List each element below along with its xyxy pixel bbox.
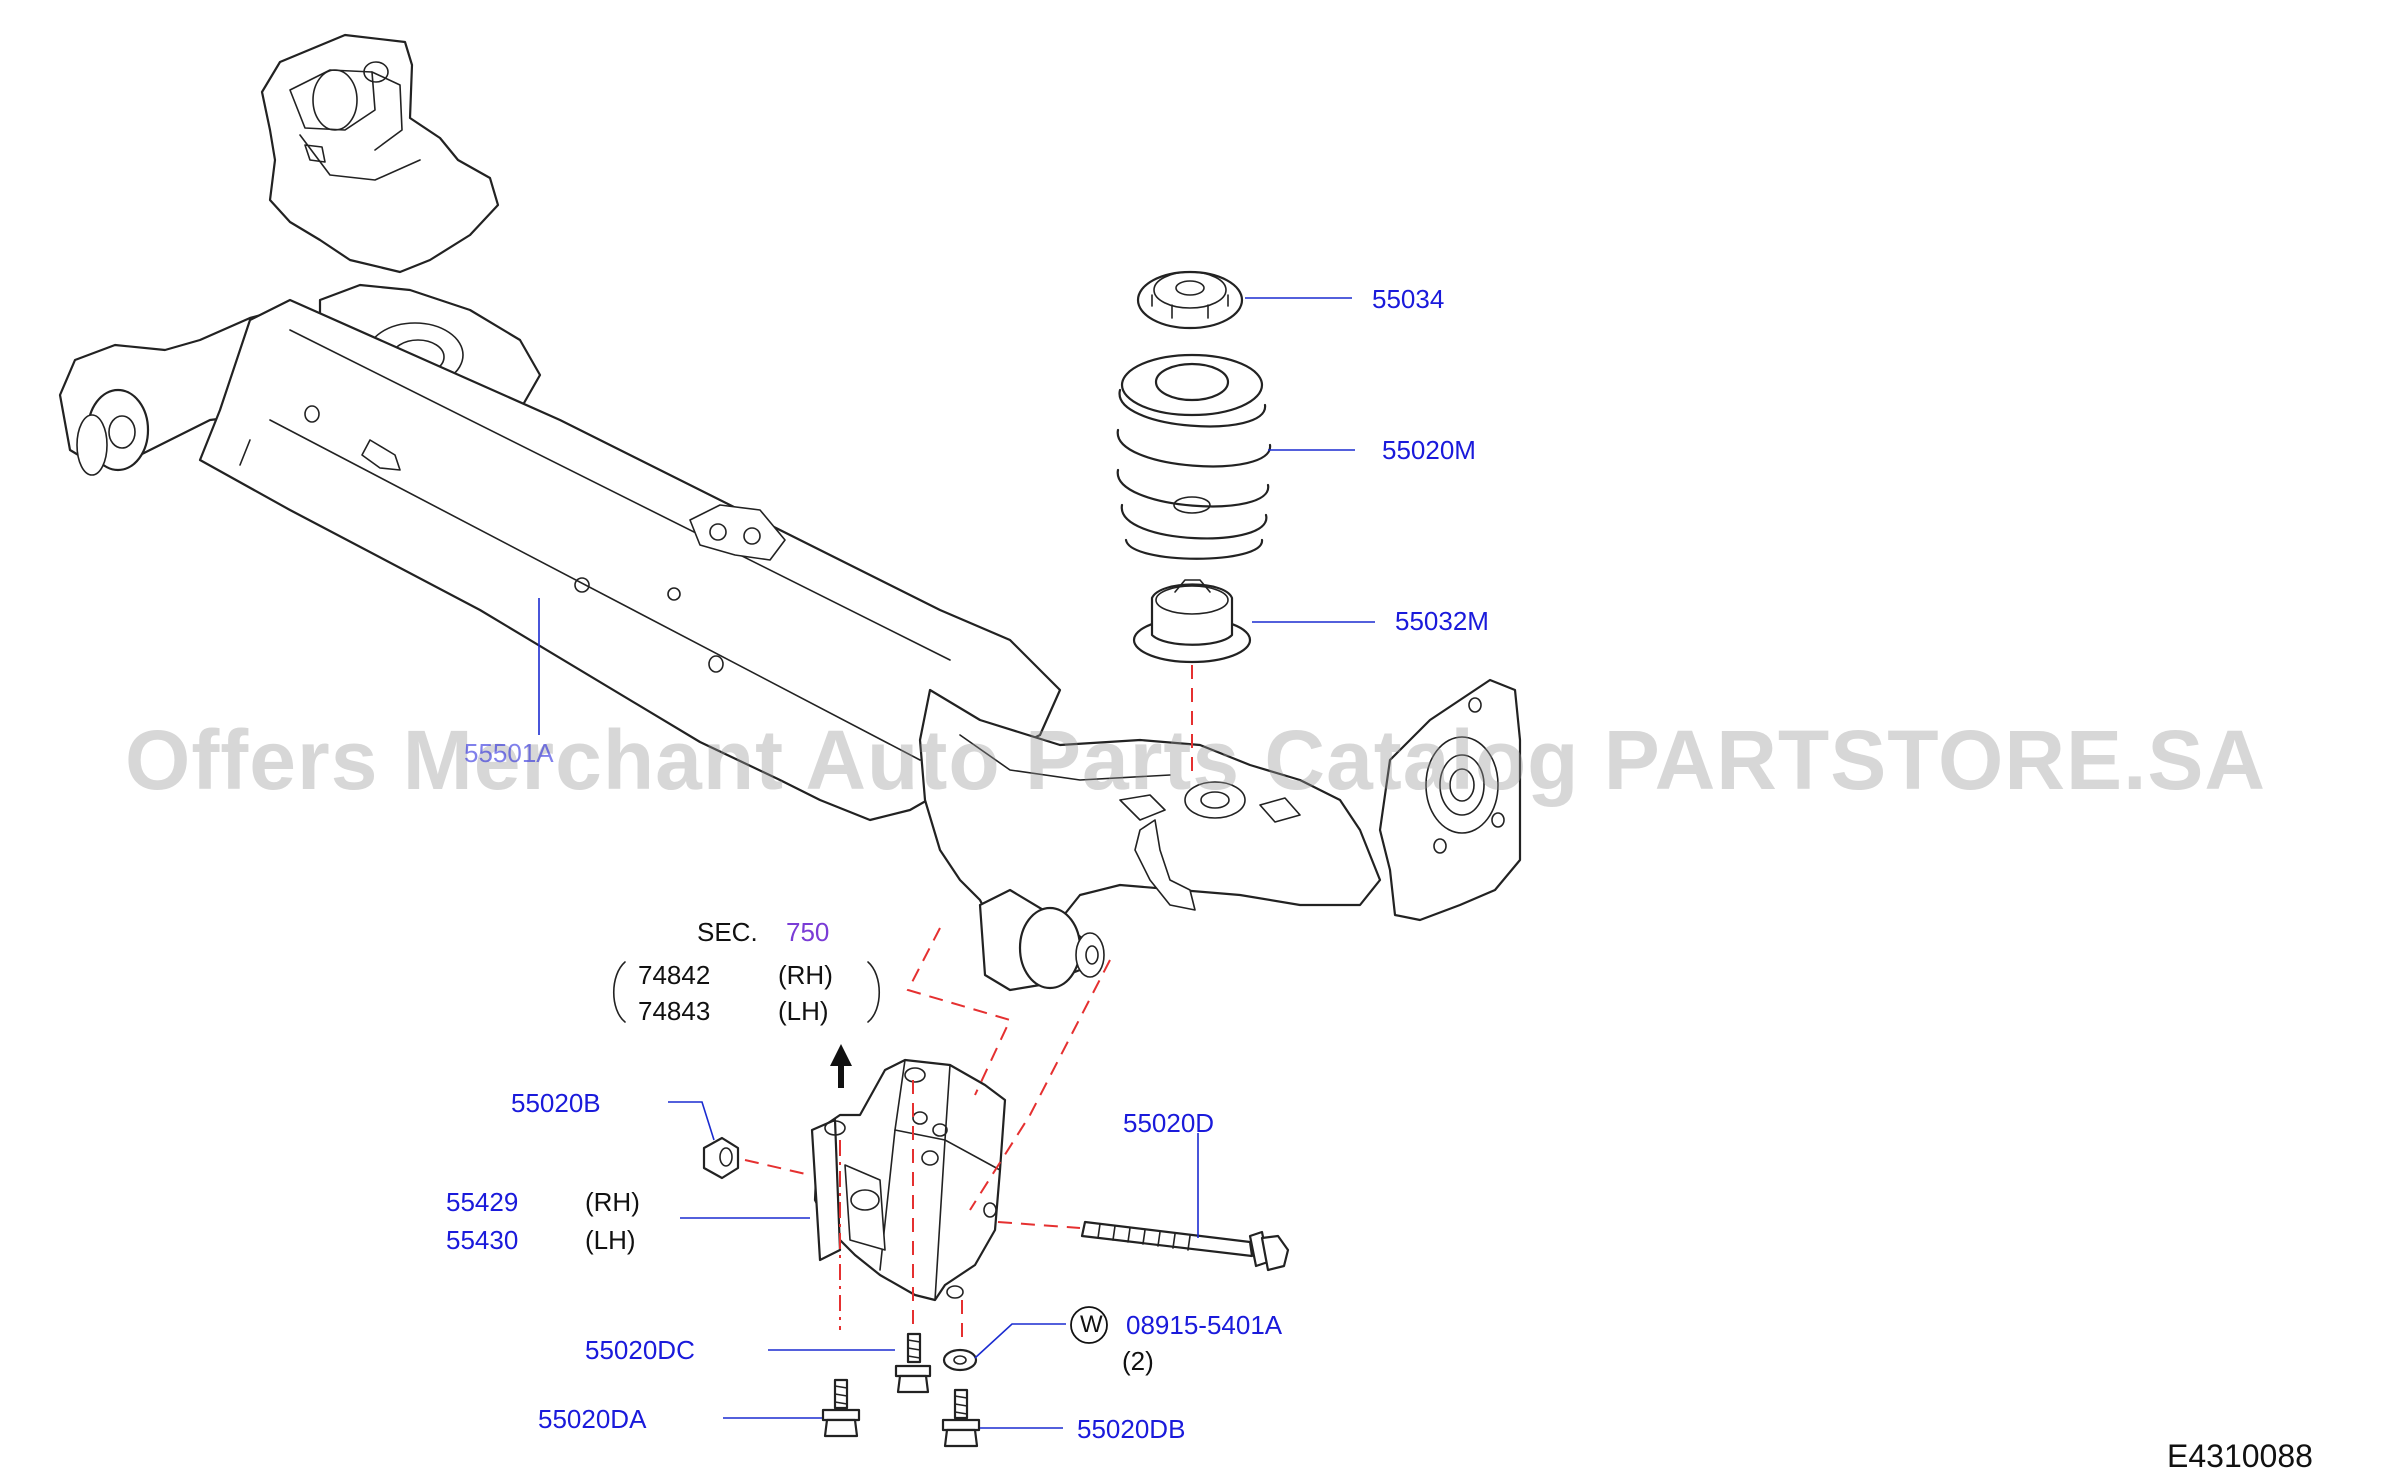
washer-marker-icon — [1070, 1306, 1108, 1344]
bolt-55020DA-drawing — [821, 1378, 861, 1438]
bolt-55020D-drawing — [1080, 1220, 1290, 1272]
callout-55501A[interactable]: 55501A — [464, 738, 554, 768]
section-right-paren — [867, 961, 880, 1023]
rear-axle-beam-drawing — [58, 33, 1522, 992]
section-prefix: SEC. — [697, 917, 758, 947]
section-number-link[interactable]: 750 — [786, 917, 830, 947]
callout-08915-5401A[interactable]: 08915-5401A — [1126, 1310, 1283, 1340]
up-arrow-icon — [830, 1044, 852, 1088]
washer-quantity: (2) — [1122, 1346, 1154, 1376]
callout-55429[interactable]: 55429 — [446, 1187, 519, 1217]
mount-bracket-drawing — [810, 1058, 1007, 1302]
washer-drawing — [942, 1348, 978, 1372]
callout-leader-lines — [538, 297, 1375, 1429]
callout-55429-side: (RH) — [585, 1187, 640, 1217]
spring-upper-insulator-drawing — [1136, 270, 1244, 330]
figure-reference: E4310088 — [2167, 1438, 2313, 1474]
callout-55430-side: (LH) — [585, 1225, 636, 1255]
callout-55032M[interactable]: 55032M — [1395, 606, 1489, 636]
section-left-paren — [613, 961, 626, 1023]
callout-55020D[interactable]: 55020D — [1123, 1108, 1215, 1138]
bolt-55020DB-drawing — [941, 1388, 981, 1448]
assembly-dashed-lines — [744, 665, 1193, 1345]
nut-55020B-drawing — [702, 1136, 740, 1180]
callout-55020B[interactable]: 55020B — [511, 1088, 601, 1118]
callout-55020DA[interactable]: 55020DA — [538, 1404, 647, 1434]
coil-spring-drawing — [1116, 353, 1272, 560]
callout-55020M[interactable]: 55020M — [1382, 435, 1476, 465]
bolt-55020DC-drawing — [894, 1332, 932, 1394]
spring-lower-insulator-drawing — [1132, 579, 1252, 664]
section-part-rh: 74842 — [638, 960, 711, 990]
section-side-lh: (LH) — [778, 996, 829, 1026]
callout-55020DB[interactable]: 55020DB — [1077, 1414, 1186, 1444]
callout-55020DC[interactable]: 55020DC — [585, 1335, 695, 1365]
callout-55034[interactable]: 55034 — [1372, 284, 1445, 314]
section-side-rh: (RH) — [778, 960, 833, 990]
washer-marker-letter: W — [1080, 1311, 1103, 1338]
section-part-lh: 74843 — [638, 996, 711, 1026]
callout-55430[interactable]: 55430 — [446, 1225, 519, 1255]
watermark: Offers Merchant Auto Parts Catalog PARTS… — [125, 713, 2267, 807]
